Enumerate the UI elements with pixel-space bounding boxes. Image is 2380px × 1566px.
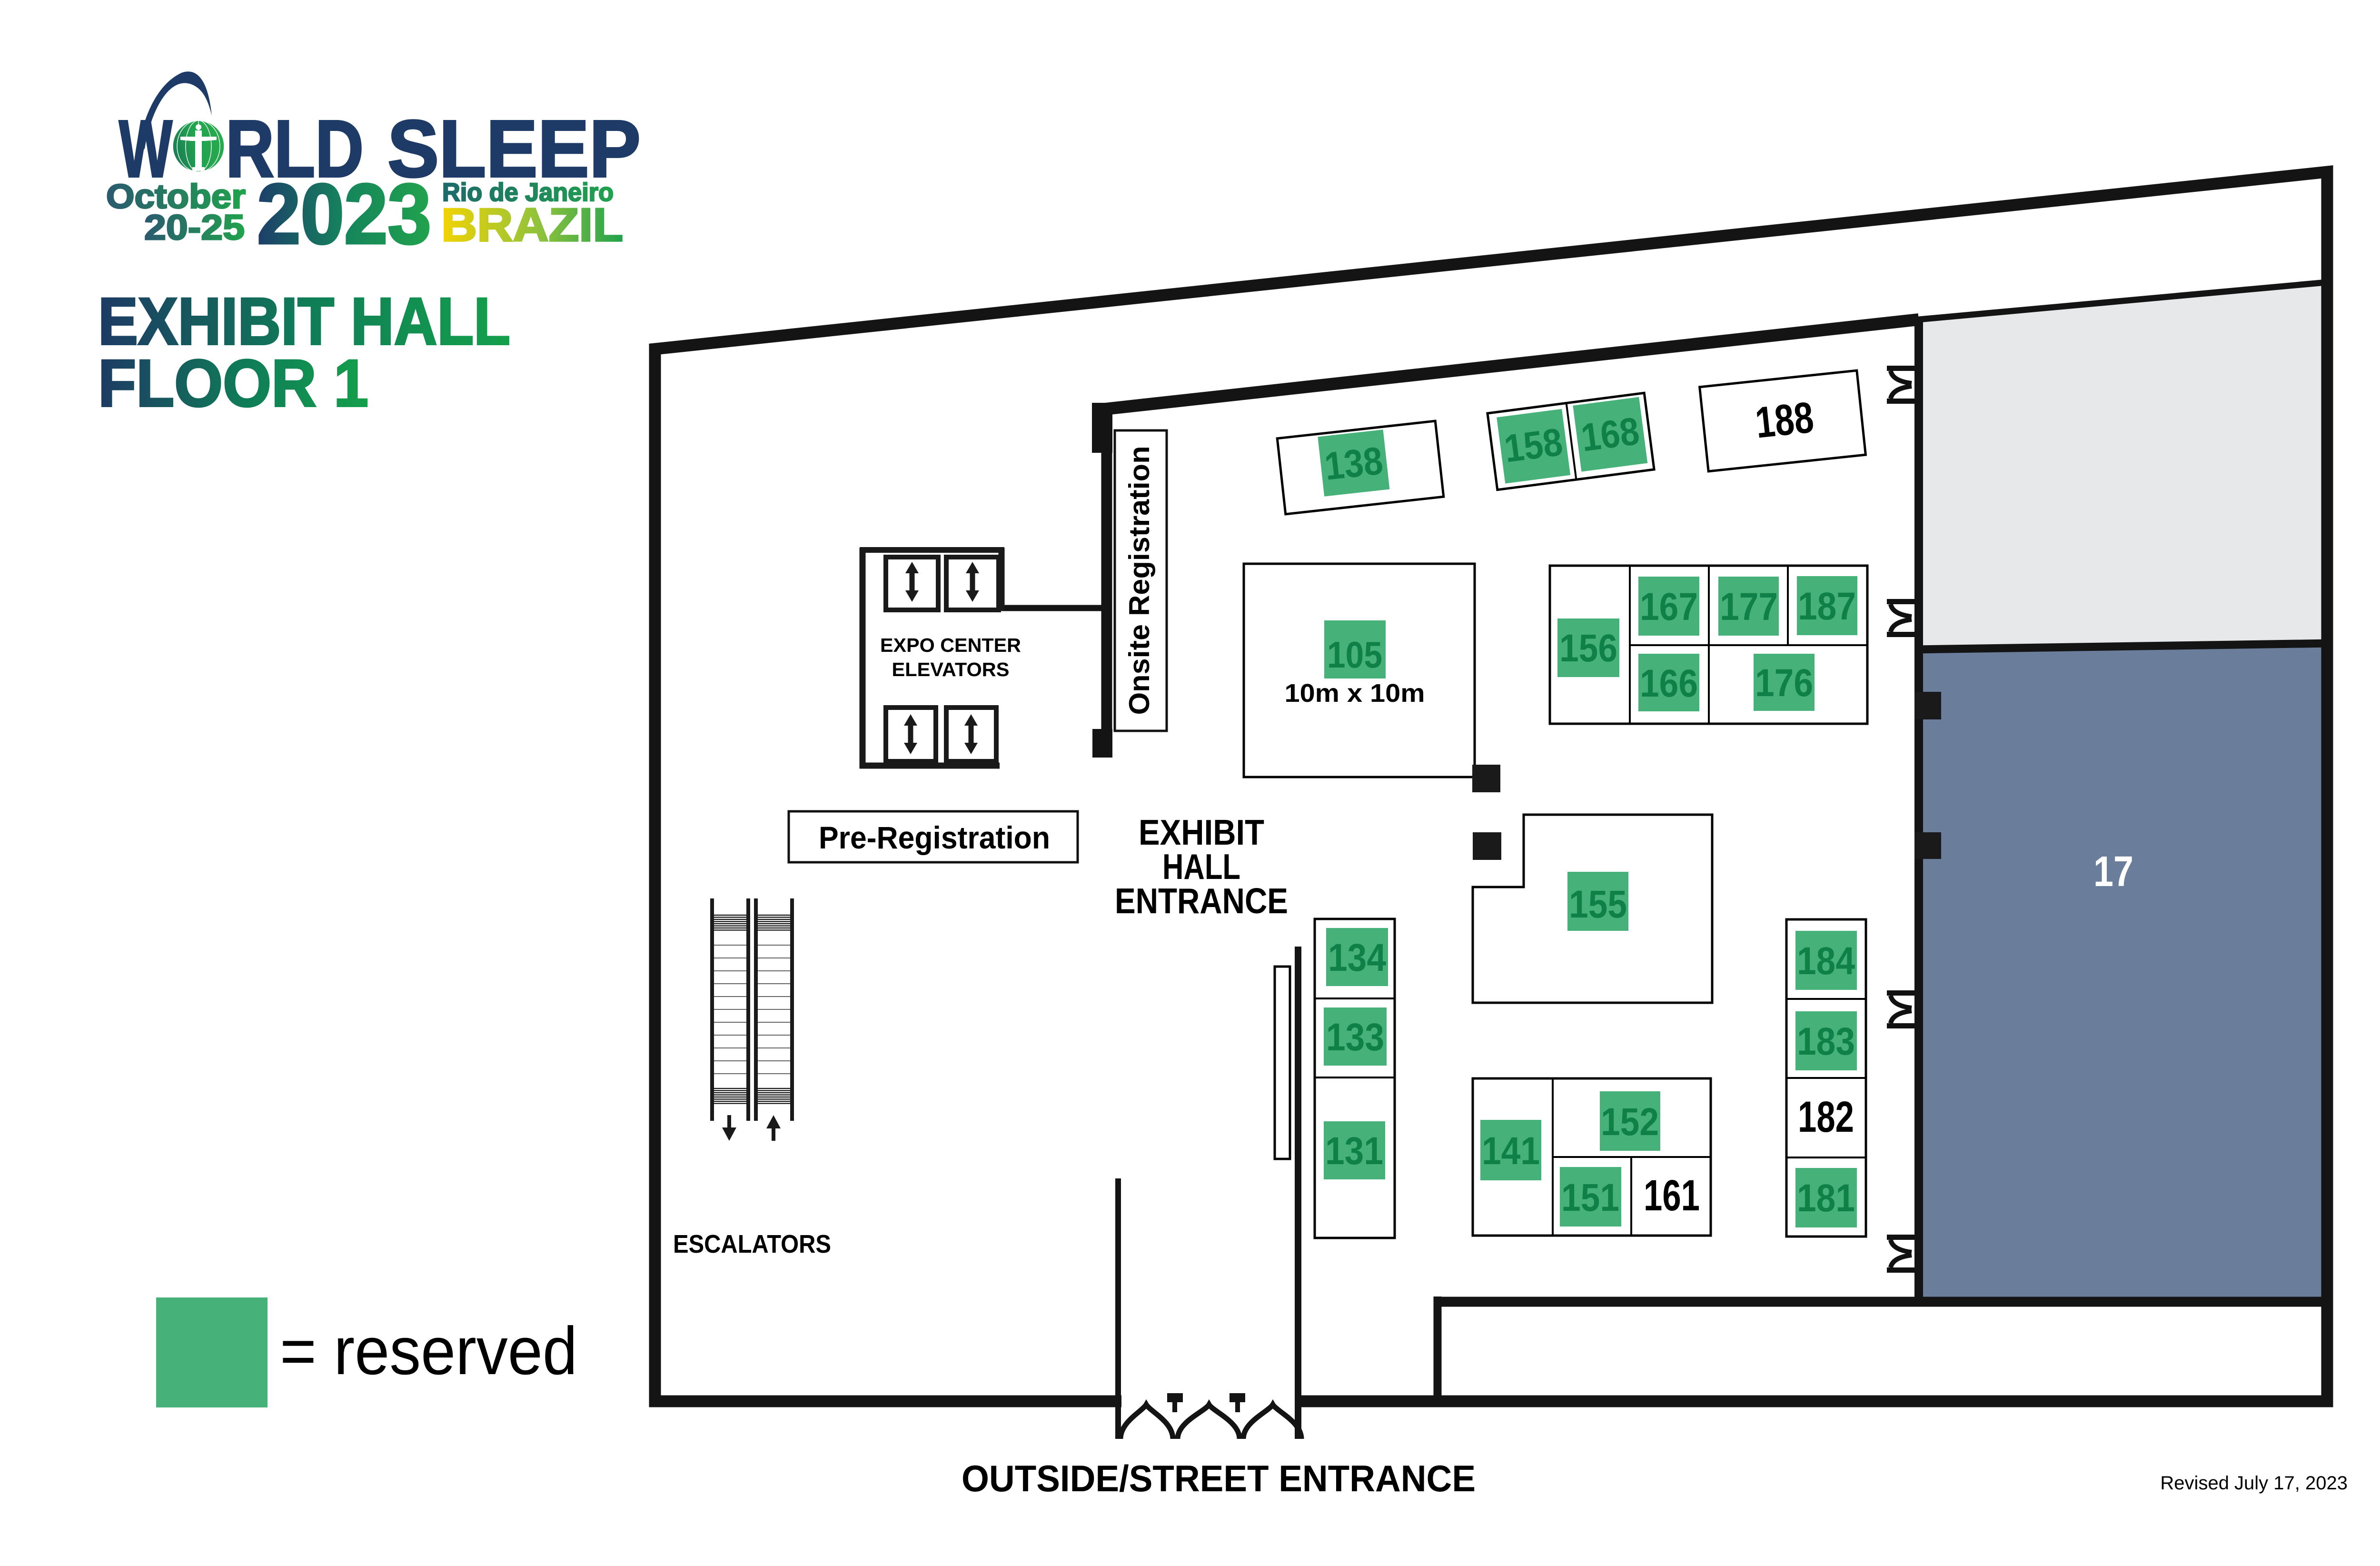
- svg-text:EXPO CENTER: EXPO CENTER: [880, 634, 1021, 656]
- svg-text:133: 133: [1326, 1016, 1384, 1059]
- svg-text:EXHIBIT HALL: EXHIBIT HALL: [98, 284, 510, 359]
- svg-text:FLOOR 1: FLOOR 1: [98, 346, 368, 420]
- svg-text:10m x 10m: 10m x 10m: [1285, 679, 1425, 708]
- svg-text:141: 141: [1482, 1129, 1540, 1173]
- svg-text:166: 166: [1640, 662, 1698, 705]
- svg-text:HALL: HALL: [1162, 847, 1240, 887]
- svg-text:161: 161: [1644, 1171, 1700, 1220]
- svg-text:ELEVATORS: ELEVATORS: [892, 658, 1010, 680]
- svg-text:181: 181: [1797, 1177, 1855, 1220]
- svg-text:= reserved: = reserved: [280, 1313, 577, 1389]
- svg-text:187: 187: [1798, 585, 1856, 628]
- svg-text:156: 156: [1559, 627, 1617, 670]
- svg-text:138: 138: [1322, 439, 1385, 489]
- svg-text:188: 188: [1753, 393, 1816, 447]
- svg-text:SLEEP: SLEEP: [387, 104, 641, 194]
- svg-text:ENTRANCE: ENTRANCE: [1115, 881, 1288, 921]
- svg-text:20-25: 20-25: [144, 208, 245, 247]
- svg-text:W: W: [119, 104, 172, 194]
- svg-text:RLD: RLD: [226, 104, 364, 194]
- svg-text:152: 152: [1601, 1100, 1659, 1144]
- svg-text:134: 134: [1328, 936, 1386, 979]
- svg-text:ESCALATORS: ESCALATORS: [673, 1230, 831, 1258]
- svg-text:OUTSIDE/STREET ENTRANCE: OUTSIDE/STREET ENTRANCE: [962, 1457, 1476, 1499]
- svg-text:158: 158: [1502, 420, 1565, 471]
- svg-text:2023: 2023: [257, 166, 431, 261]
- svg-text:Pre-Registration: Pre-Registration: [819, 820, 1050, 855]
- svg-text:182: 182: [1798, 1093, 1854, 1141]
- svg-text:105: 105: [1327, 634, 1382, 676]
- svg-text:167: 167: [1640, 585, 1698, 628]
- svg-text:Revised July 17, 2023: Revised July 17, 2023: [2160, 1473, 2348, 1494]
- svg-text:168: 168: [1578, 409, 1642, 460]
- svg-text:183: 183: [1797, 1020, 1855, 1063]
- svg-text:Onsite Registration: Onsite Registration: [1123, 446, 1155, 715]
- svg-text:151: 151: [1561, 1176, 1619, 1219]
- svg-text:176: 176: [1755, 661, 1813, 705]
- svg-text:155: 155: [1569, 883, 1627, 926]
- svg-text:17: 17: [2093, 848, 2133, 896]
- svg-text:BRAZIL: BRAZIL: [441, 199, 623, 251]
- svg-text:EXHIBIT: EXHIBIT: [1139, 812, 1264, 852]
- svg-text:131: 131: [1325, 1129, 1383, 1173]
- svg-text:Rio de Janeiro: Rio de Janeiro: [442, 178, 614, 207]
- svg-text:October: October: [106, 178, 246, 216]
- svg-text:184: 184: [1797, 939, 1855, 983]
- svg-text:177: 177: [1720, 585, 1778, 628]
